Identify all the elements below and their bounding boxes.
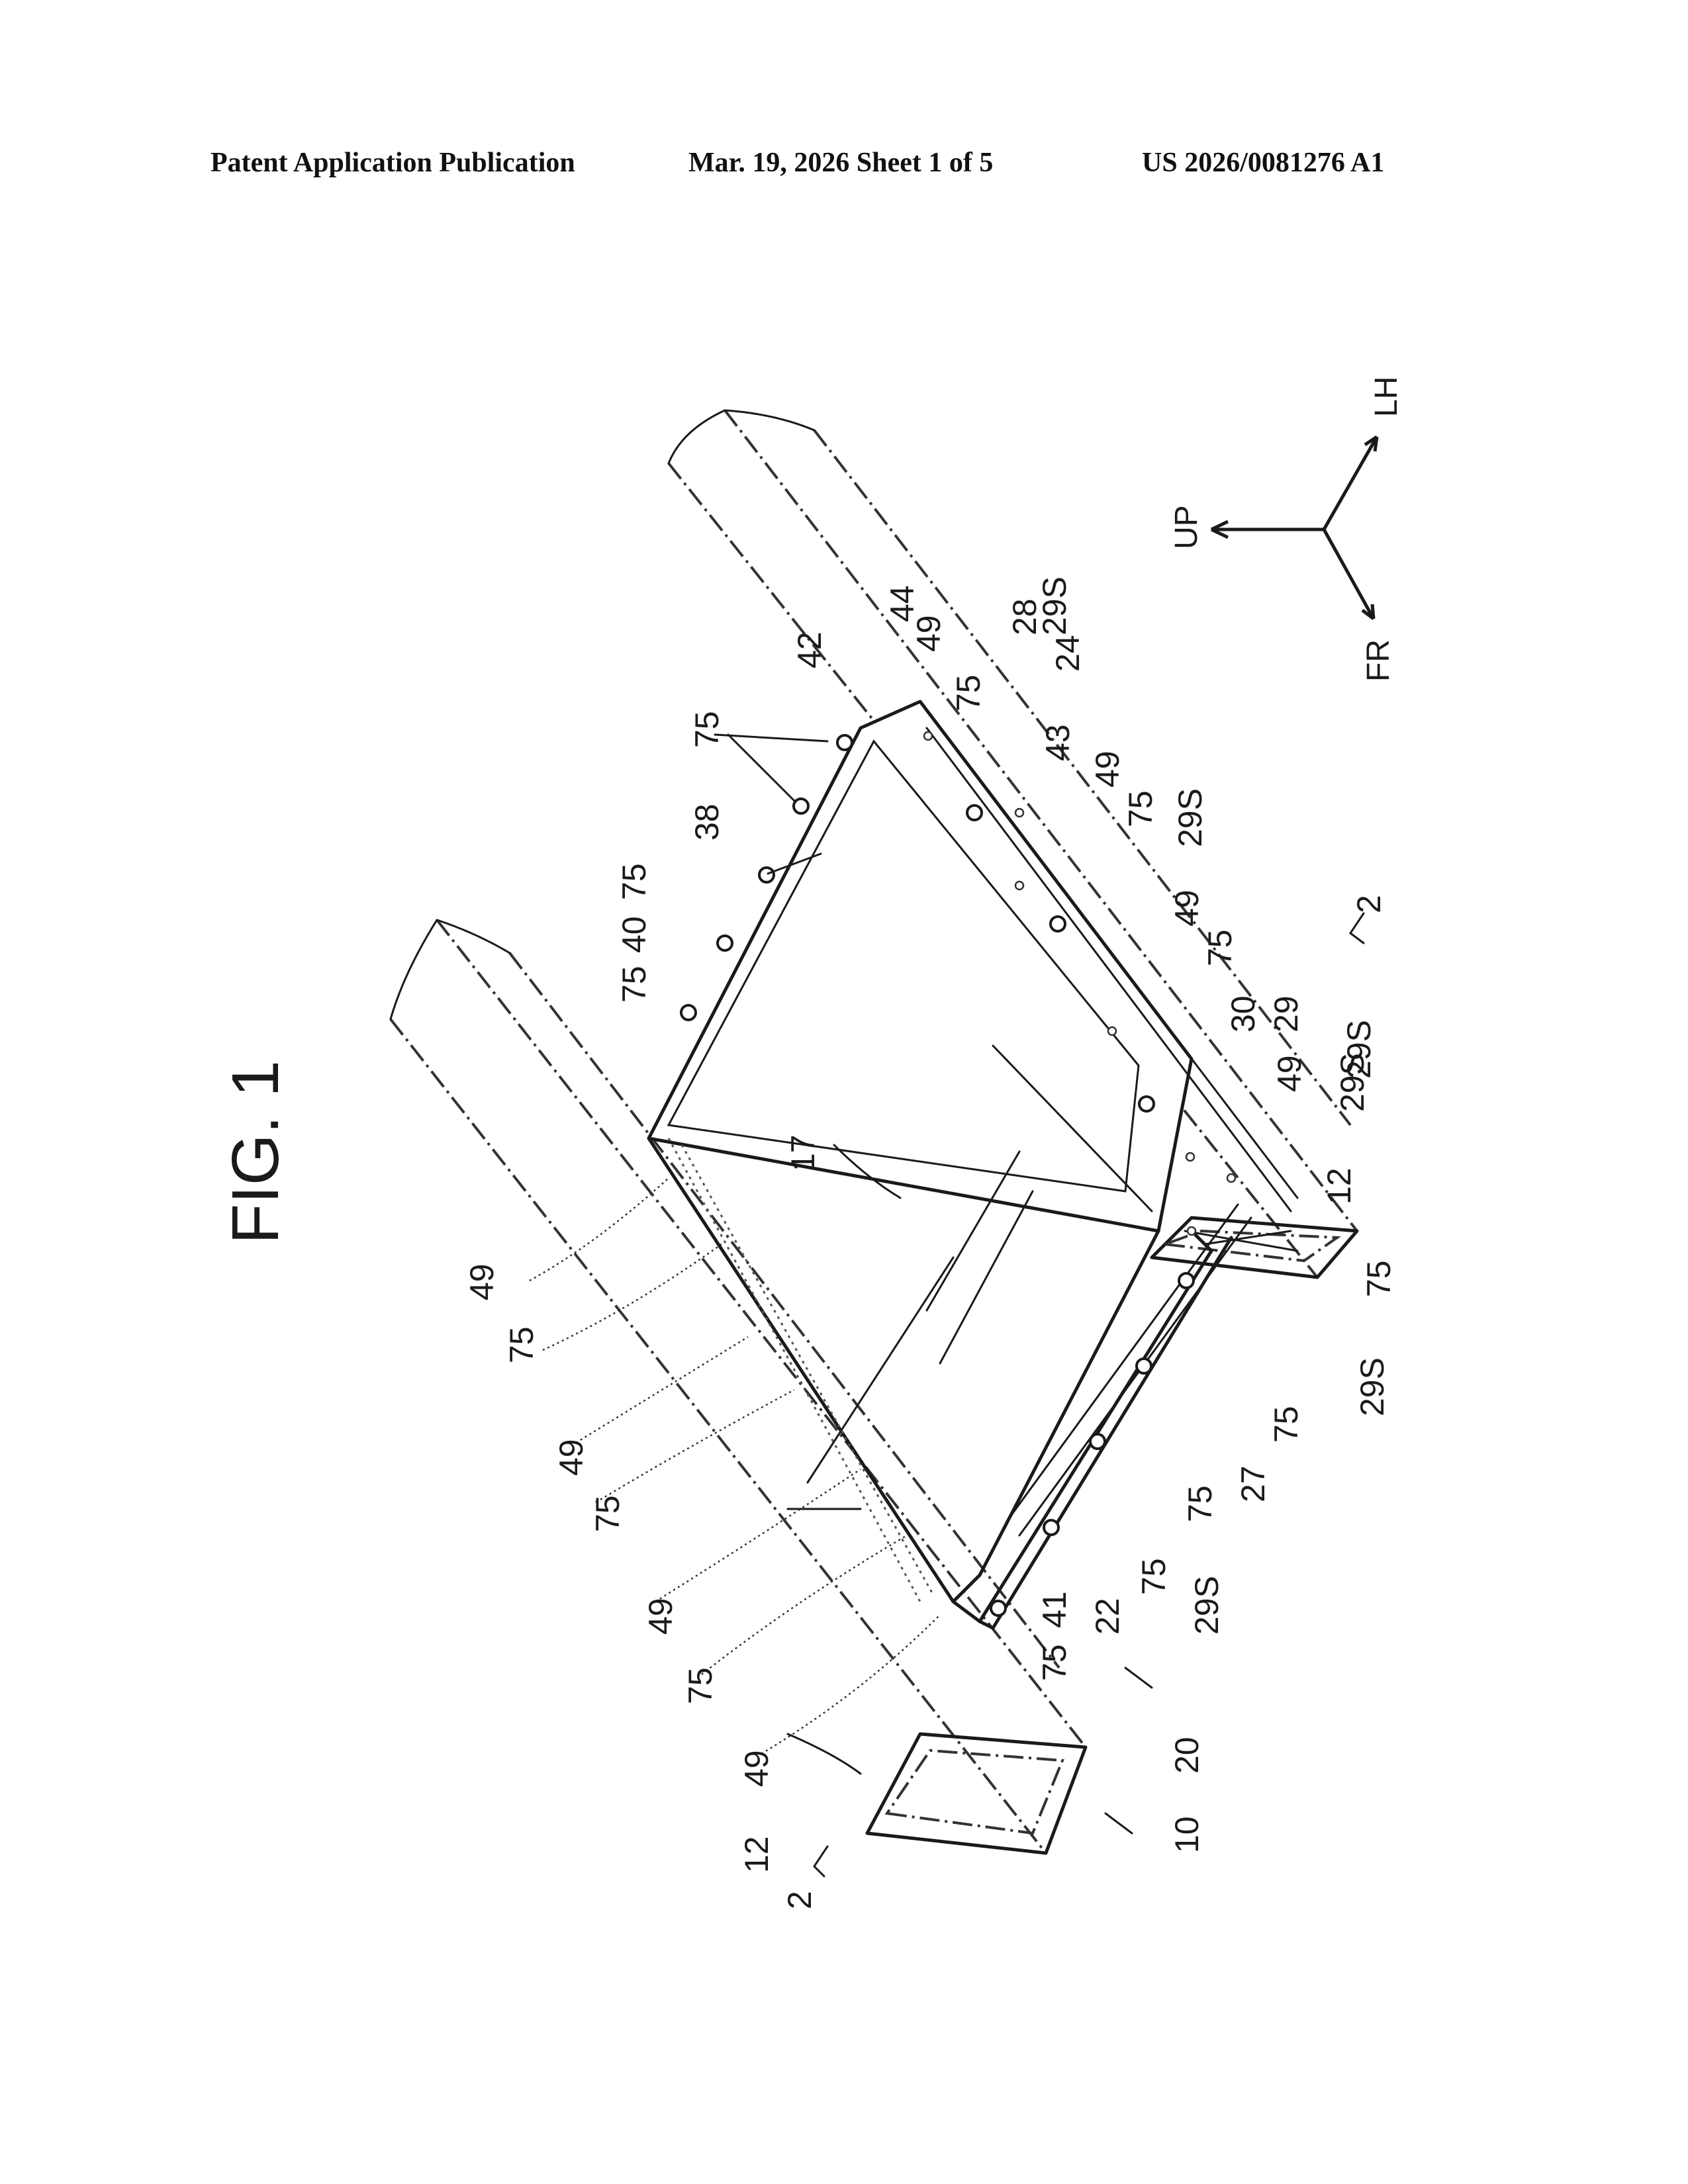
ref-75: 75 — [1360, 1260, 1397, 1297]
ref-29: 29 — [1268, 995, 1305, 1032]
ref-75: 75 — [616, 966, 653, 1003]
ref-75: 75 — [682, 1667, 719, 1704]
ref-41: 41 — [1036, 1591, 1073, 1628]
bolt — [1090, 1434, 1105, 1449]
bolt — [1179, 1273, 1194, 1288]
ref-12: 12 — [738, 1836, 775, 1873]
ref-49: 49 — [553, 1439, 590, 1476]
arrow-20 — [1125, 1668, 1152, 1688]
ref-49: 49 — [463, 1263, 500, 1300]
bolt — [991, 1601, 1006, 1615]
ref-29S: 29S — [1036, 576, 1073, 635]
ref-75: 75 — [1122, 790, 1159, 827]
bolt — [1139, 1097, 1154, 1111]
ref-2: 2 — [781, 1891, 818, 1909]
direction-indicator — [1211, 437, 1377, 619]
ref-49: 49 — [738, 1750, 775, 1787]
ref-49: 49 — [1089, 751, 1126, 788]
ref-30: 30 — [1225, 995, 1262, 1032]
bolt — [1051, 917, 1065, 931]
axis-lh-label: LH — [1369, 377, 1404, 417]
bolt — [759, 868, 774, 882]
bolt — [794, 799, 808, 813]
ref-17: 17 — [784, 1134, 821, 1171]
ref-75: 75 — [1135, 1558, 1172, 1595]
ref-24: 24 — [1049, 635, 1086, 672]
bolt — [967, 805, 982, 820]
figure-title: FIG. 1 — [218, 1060, 293, 1244]
axis-fr-label: FR — [1361, 639, 1396, 682]
ref-75: 75 — [589, 1495, 626, 1532]
ref-29S: 29S — [1354, 1357, 1391, 1416]
section-arrow-left — [814, 1846, 827, 1876]
ref-2: 2 — [1350, 895, 1387, 913]
axis-up-label: UP — [1169, 505, 1204, 549]
ref-38: 38 — [688, 803, 726, 841]
ref-75: 75 — [503, 1326, 540, 1363]
ref-12: 12 — [1321, 1167, 1358, 1205]
ref-29S: 29S — [1188, 1576, 1225, 1635]
ref-10: 10 — [1168, 1816, 1205, 1853]
ref-29S: 29S — [1172, 788, 1209, 847]
ref-75: 75 — [1201, 929, 1239, 966]
section-arrow-right — [1350, 913, 1364, 943]
ref-49: 49 — [1271, 1055, 1308, 1092]
ref-27: 27 — [1235, 1465, 1272, 1502]
bolt — [718, 936, 732, 950]
ref-75: 75 — [1036, 1644, 1073, 1681]
bolt — [681, 1005, 696, 1020]
arrow-10 — [1105, 1813, 1132, 1833]
ref-44: 44 — [884, 585, 921, 622]
bolt — [1137, 1359, 1151, 1373]
ref-75: 75 — [1268, 1406, 1305, 1443]
ref-29S: 29S — [1340, 1020, 1378, 1079]
bolt — [1044, 1520, 1058, 1535]
ref-40: 40 — [616, 916, 653, 953]
ref-75: 75 — [688, 711, 726, 748]
ref-20: 20 — [1168, 1737, 1205, 1774]
ref-43: 43 — [1039, 724, 1076, 761]
ref-49: 49 — [1168, 889, 1205, 927]
ref-75: 75 — [1182, 1485, 1219, 1522]
ref-75: 75 — [616, 863, 653, 900]
bolt — [837, 735, 852, 750]
ref-22: 22 — [1089, 1598, 1126, 1635]
ref-42: 42 — [791, 631, 828, 668]
ref-75: 75 — [950, 674, 987, 711]
ref-49: 49 — [642, 1598, 679, 1635]
